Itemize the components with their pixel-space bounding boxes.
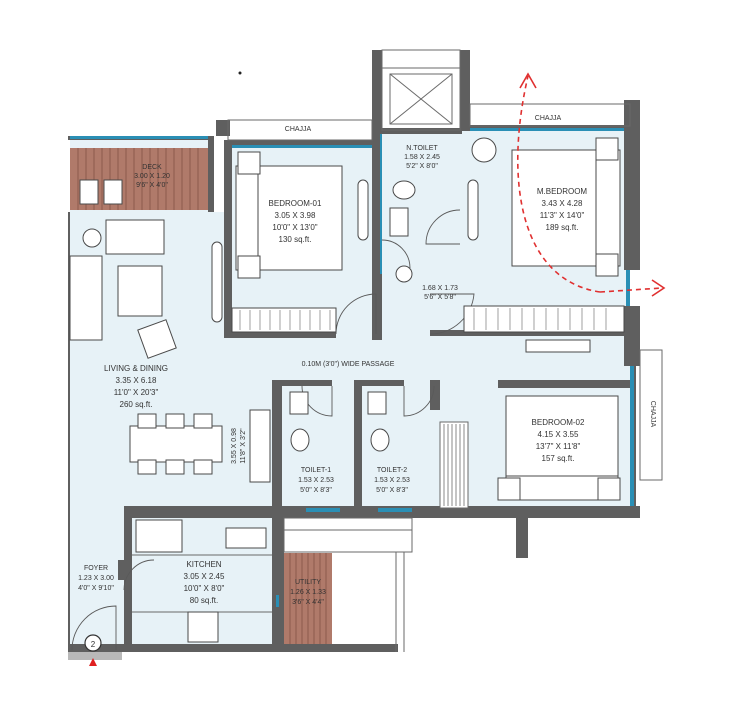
windows bbox=[70, 128, 634, 607]
swing-arrows bbox=[517, 72, 666, 297]
ntoilet-dim-metric: 1.58 X 2.45 bbox=[404, 154, 440, 161]
bedroom02-name: BEDROOM-02 bbox=[532, 418, 585, 427]
dress-dim-imperial: 5'6" X 5'8" bbox=[424, 294, 456, 301]
bedroom01-name: BEDROOM-01 bbox=[269, 199, 322, 208]
dress-dim-metric: 1.68 X 1.73 bbox=[422, 285, 458, 292]
utility-dim-metric: 1.26 X 1.33 bbox=[290, 589, 326, 596]
bedroom02-dim-metric: 4.15 X 3.55 bbox=[538, 430, 579, 439]
utility-dim-imperial: 3'6" X 4'4" bbox=[292, 599, 324, 606]
ntoilet-dim-imperial: 5'2" X 8'0" bbox=[406, 163, 438, 170]
utility-floor bbox=[284, 553, 332, 651]
mbedroom-area: 189 sq.ft. bbox=[546, 223, 579, 232]
toilet1-name: TOILET-1 bbox=[301, 467, 331, 474]
walls bbox=[68, 50, 640, 652]
chajja-label-top-left: CHAJJA bbox=[285, 126, 312, 133]
kitchen-area: 80 sq.ft. bbox=[190, 596, 218, 605]
chajja-label-right: CHAJJA bbox=[649, 401, 656, 428]
toilet2-dim-imperial: 5'0" X 8'3" bbox=[376, 487, 408, 494]
kitchen-name: KITCHEN bbox=[186, 560, 221, 569]
toilet2-dim-metric: 1.53 X 2.53 bbox=[374, 477, 410, 484]
living-dim-metric: 3.35 X 6.18 bbox=[116, 376, 157, 385]
bedroom01-dim-imperial: 10'0" X 13'0" bbox=[272, 223, 317, 232]
kitchen-dim-imperial: 10'0" X 8'0" bbox=[184, 584, 225, 593]
doors bbox=[71, 209, 475, 651]
bedroom02-area: 157 sq.ft. bbox=[542, 454, 575, 463]
bedroom02-dim-imperial: 13'7" X 11'8" bbox=[536, 442, 581, 451]
living-dim-imperial: 11'0" X 20'3" bbox=[114, 388, 159, 397]
toilet1-dim-metric: 1.53 X 2.53 bbox=[298, 477, 334, 484]
deck-dim-metric: 3.00 X 1.20 bbox=[134, 173, 170, 180]
furniture bbox=[69, 137, 625, 643]
entrance-number: 2 bbox=[91, 640, 96, 649]
living-name: LIVING & DINING bbox=[104, 364, 168, 373]
wash-dim-imperial: 11'8" X 3'2" bbox=[240, 428, 247, 464]
deck-dim-imperial: 9'6" X 4'0" bbox=[136, 182, 168, 189]
passage-label: 0.10M (3'0") WIDE PASSAGE bbox=[302, 361, 395, 368]
outline-lines bbox=[132, 49, 663, 652]
bedroom01-dim-metric: 3.05 X 3.98 bbox=[275, 211, 316, 220]
foyer-dim-metric: 1.23 X 3.00 bbox=[78, 575, 114, 582]
ntoilet-name: N.TOILET bbox=[406, 145, 438, 152]
utility-name: UTILITY bbox=[295, 579, 321, 586]
mbedroom-dim-imperial: 11'3" X 14'0" bbox=[540, 211, 585, 220]
foyer-name: FOYER bbox=[84, 565, 108, 572]
mbedroom-name: M.BEDROOM bbox=[537, 187, 588, 196]
toilet2-name: TOILET-2 bbox=[377, 467, 407, 474]
mbedroom-dim-metric: 3.43 X 4.28 bbox=[542, 199, 583, 208]
entrance-marker bbox=[68, 634, 122, 666]
foyer-dim-imperial: 4'0" X 9'10" bbox=[78, 585, 114, 592]
deck-name: DECK bbox=[142, 164, 162, 171]
chajja-label-top-right: CHAJJA bbox=[535, 115, 562, 122]
stray-dot bbox=[238, 71, 242, 75]
living-area: 260 sq.ft. bbox=[120, 400, 153, 409]
toilet1-dim-imperial: 5'0" X 8'3" bbox=[300, 487, 332, 494]
bedroom01-area: 130 sq.ft. bbox=[279, 235, 312, 244]
kitchen-dim-metric: 3.05 X 2.45 bbox=[184, 572, 225, 581]
labels: CHAJJA CHAJJA CHAJJA 0.10M (3'0") WIDE P… bbox=[78, 115, 656, 649]
wash-dim-metric: 3.55 X 0.98 bbox=[231, 428, 238, 464]
